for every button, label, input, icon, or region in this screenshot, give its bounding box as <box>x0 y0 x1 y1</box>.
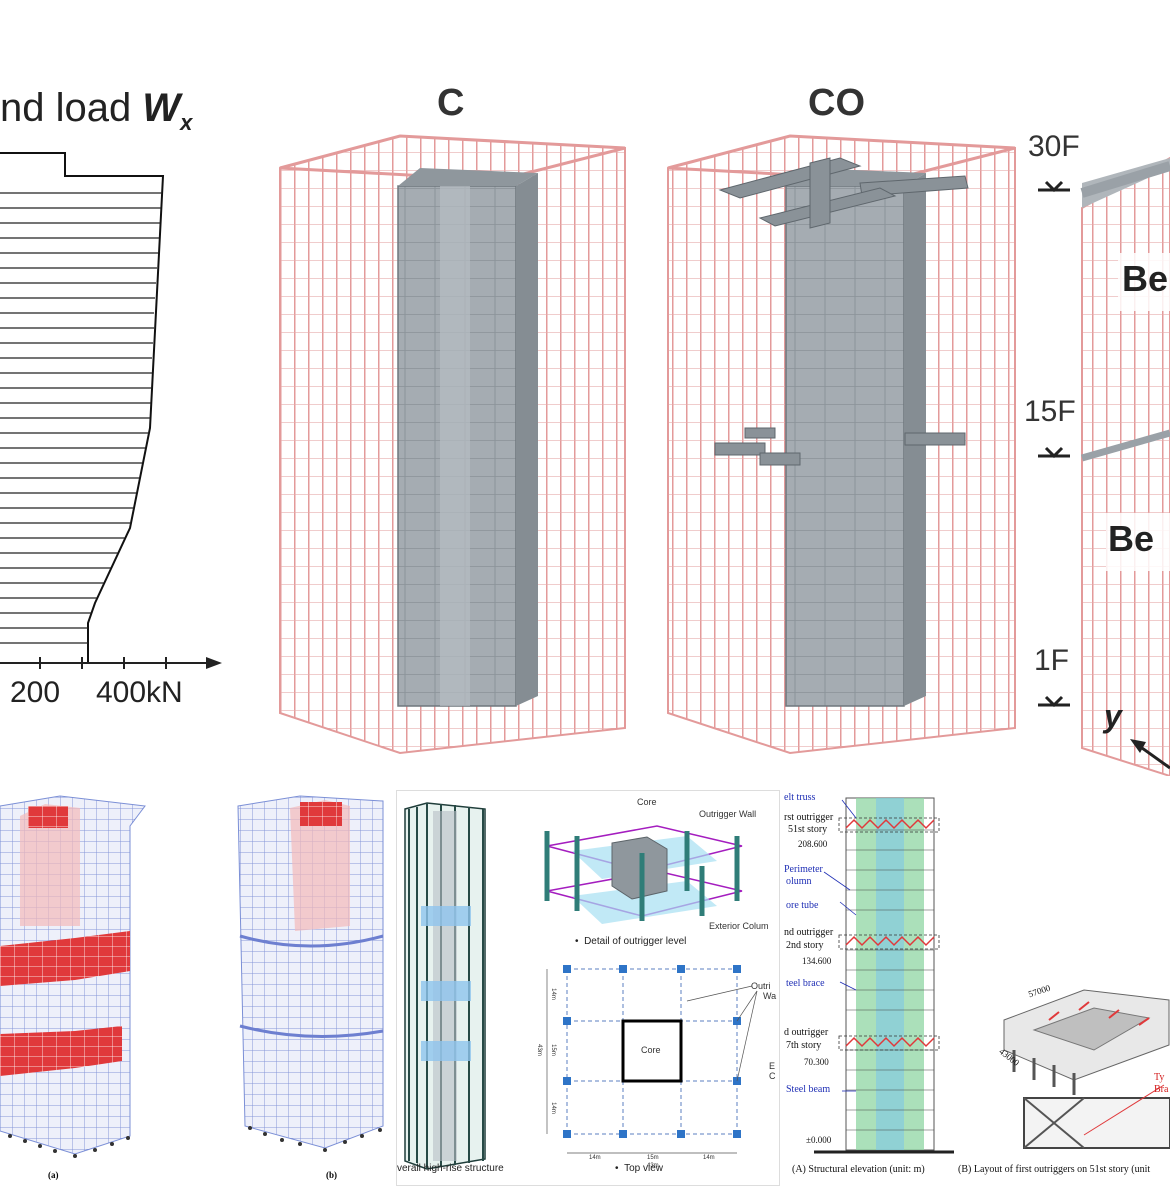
column-label: olumn <box>786 876 812 887</box>
dim-15m-horizontal: 15m <box>647 1155 659 1161</box>
steel-beam-label: Steel beam <box>786 1084 831 1095</box>
belt-truss-label: elt truss <box>784 792 816 803</box>
steel-brace-label: teel brace <box>786 978 825 989</box>
caption-a: (a) <box>48 1170 59 1180</box>
detail-caption: • Detail of outrigger level <box>575 936 687 947</box>
floor-level-markers <box>1038 180 1070 708</box>
tower-a <box>0 795 146 1158</box>
elevation-134: 134.600 <box>802 956 832 966</box>
floor-label-30f: 30F <box>1028 130 1080 163</box>
top-view-plan <box>546 965 758 1154</box>
exterior-column-label: Exterior Colum <box>709 921 769 931</box>
wind-load-diagram <box>0 152 222 669</box>
dim-14m-right: 14m <box>703 1155 715 1161</box>
perimeter-label: Perimeter <box>784 864 823 875</box>
elevation-70: 70.300 <box>804 1057 829 1067</box>
outrigger-wall-label: Outrigger Wall <box>699 809 757 819</box>
tower-b <box>237 795 384 1152</box>
first-outrigger-label: rst outrigger <box>784 812 834 823</box>
model-co-title: CO <box>808 82 865 124</box>
dim-14m-left: 14m <box>589 1155 601 1161</box>
blue-frame-towers <box>0 795 384 1158</box>
story-7th-label: 7th story <box>786 1040 822 1051</box>
core-tube-label: ore tube <box>786 900 819 911</box>
brace-label: Bra <box>1154 1084 1169 1095</box>
dim-14m-top: 14m <box>549 988 556 1000</box>
bottom-right-panel: elt truss rst outrigger 51st story 208.6… <box>784 790 1170 1184</box>
dim-43m-vertical: 43m <box>535 1044 542 1056</box>
tower-belt-model <box>1038 156 1170 776</box>
model-c-title: C <box>437 82 465 124</box>
dim-15m-vertical: 15m <box>549 1044 556 1056</box>
overall-caption: verall high-rise structure <box>397 1163 504 1174</box>
core-label: Core <box>637 797 657 807</box>
story-2nd-label: 2nd story <box>786 940 824 951</box>
bottom-left-panel: (a) (b) <box>0 786 390 1184</box>
caption-b: (b) <box>326 1170 337 1180</box>
top-figure-panel: nd load Wx 200 400kN C CO 30F 15F 1F Be … <box>0 8 1170 776</box>
top-view-caption: • Top view <box>615 1163 663 1174</box>
belt-label-upper: Be <box>1122 258 1169 299</box>
outrigger-label-right-2: Wa <box>763 991 777 1001</box>
floor-label-1f: 1F <box>1034 644 1070 677</box>
axis-label-y: y <box>1104 698 1122 734</box>
floor-label-15f: 15F <box>1024 395 1076 428</box>
tower-model-co <box>667 134 1016 755</box>
core-box-label: Core <box>641 1045 661 1055</box>
elevation-208: 208.600 <box>798 839 828 849</box>
tower-models-figure <box>0 134 1170 776</box>
outrigger-detail-3d <box>544 825 743 924</box>
wind-load-title: nd load Wx <box>0 86 193 135</box>
outrigger-label-right: Outri <box>751 981 771 991</box>
dim-14m-bottom: 14m <box>549 1102 556 1114</box>
third-outrigger-label: d outrigger <box>784 1027 829 1038</box>
axis-tick-200: 200 <box>10 676 61 709</box>
axis-tick-400kn: 400kN <box>96 676 183 709</box>
exterior-label-e: E <box>769 1061 776 1071</box>
dim-43m-horizontal: 43m <box>647 1163 659 1169</box>
outrigger-layout-3d <box>1003 989 1170 1149</box>
bottom-middle-panel: verall high-rise structure Core Outrigge… <box>396 790 780 1186</box>
second-outrigger-label: nd outrigger <box>784 927 834 938</box>
caption-structural-elevation: (A) Structural elevation (unit: m) <box>792 1164 925 1175</box>
caption-outrigger-layout: (B) Layout of first outriggers on 51st s… <box>958 1164 1151 1175</box>
elevation-tower <box>814 797 954 1154</box>
elevation-zero: ±0.000 <box>806 1135 832 1145</box>
exterior-label-c: C <box>769 1071 776 1081</box>
type-label: Ty <box>1154 1072 1165 1083</box>
outrigger-structure-figure <box>404 802 758 1170</box>
belt-label-lower: Be <box>1108 518 1155 559</box>
story-51-label: 51st story <box>788 824 828 835</box>
tower-model-c <box>279 134 626 755</box>
overall-tower <box>404 802 486 1170</box>
structural-elevation-figure <box>814 797 1170 1154</box>
